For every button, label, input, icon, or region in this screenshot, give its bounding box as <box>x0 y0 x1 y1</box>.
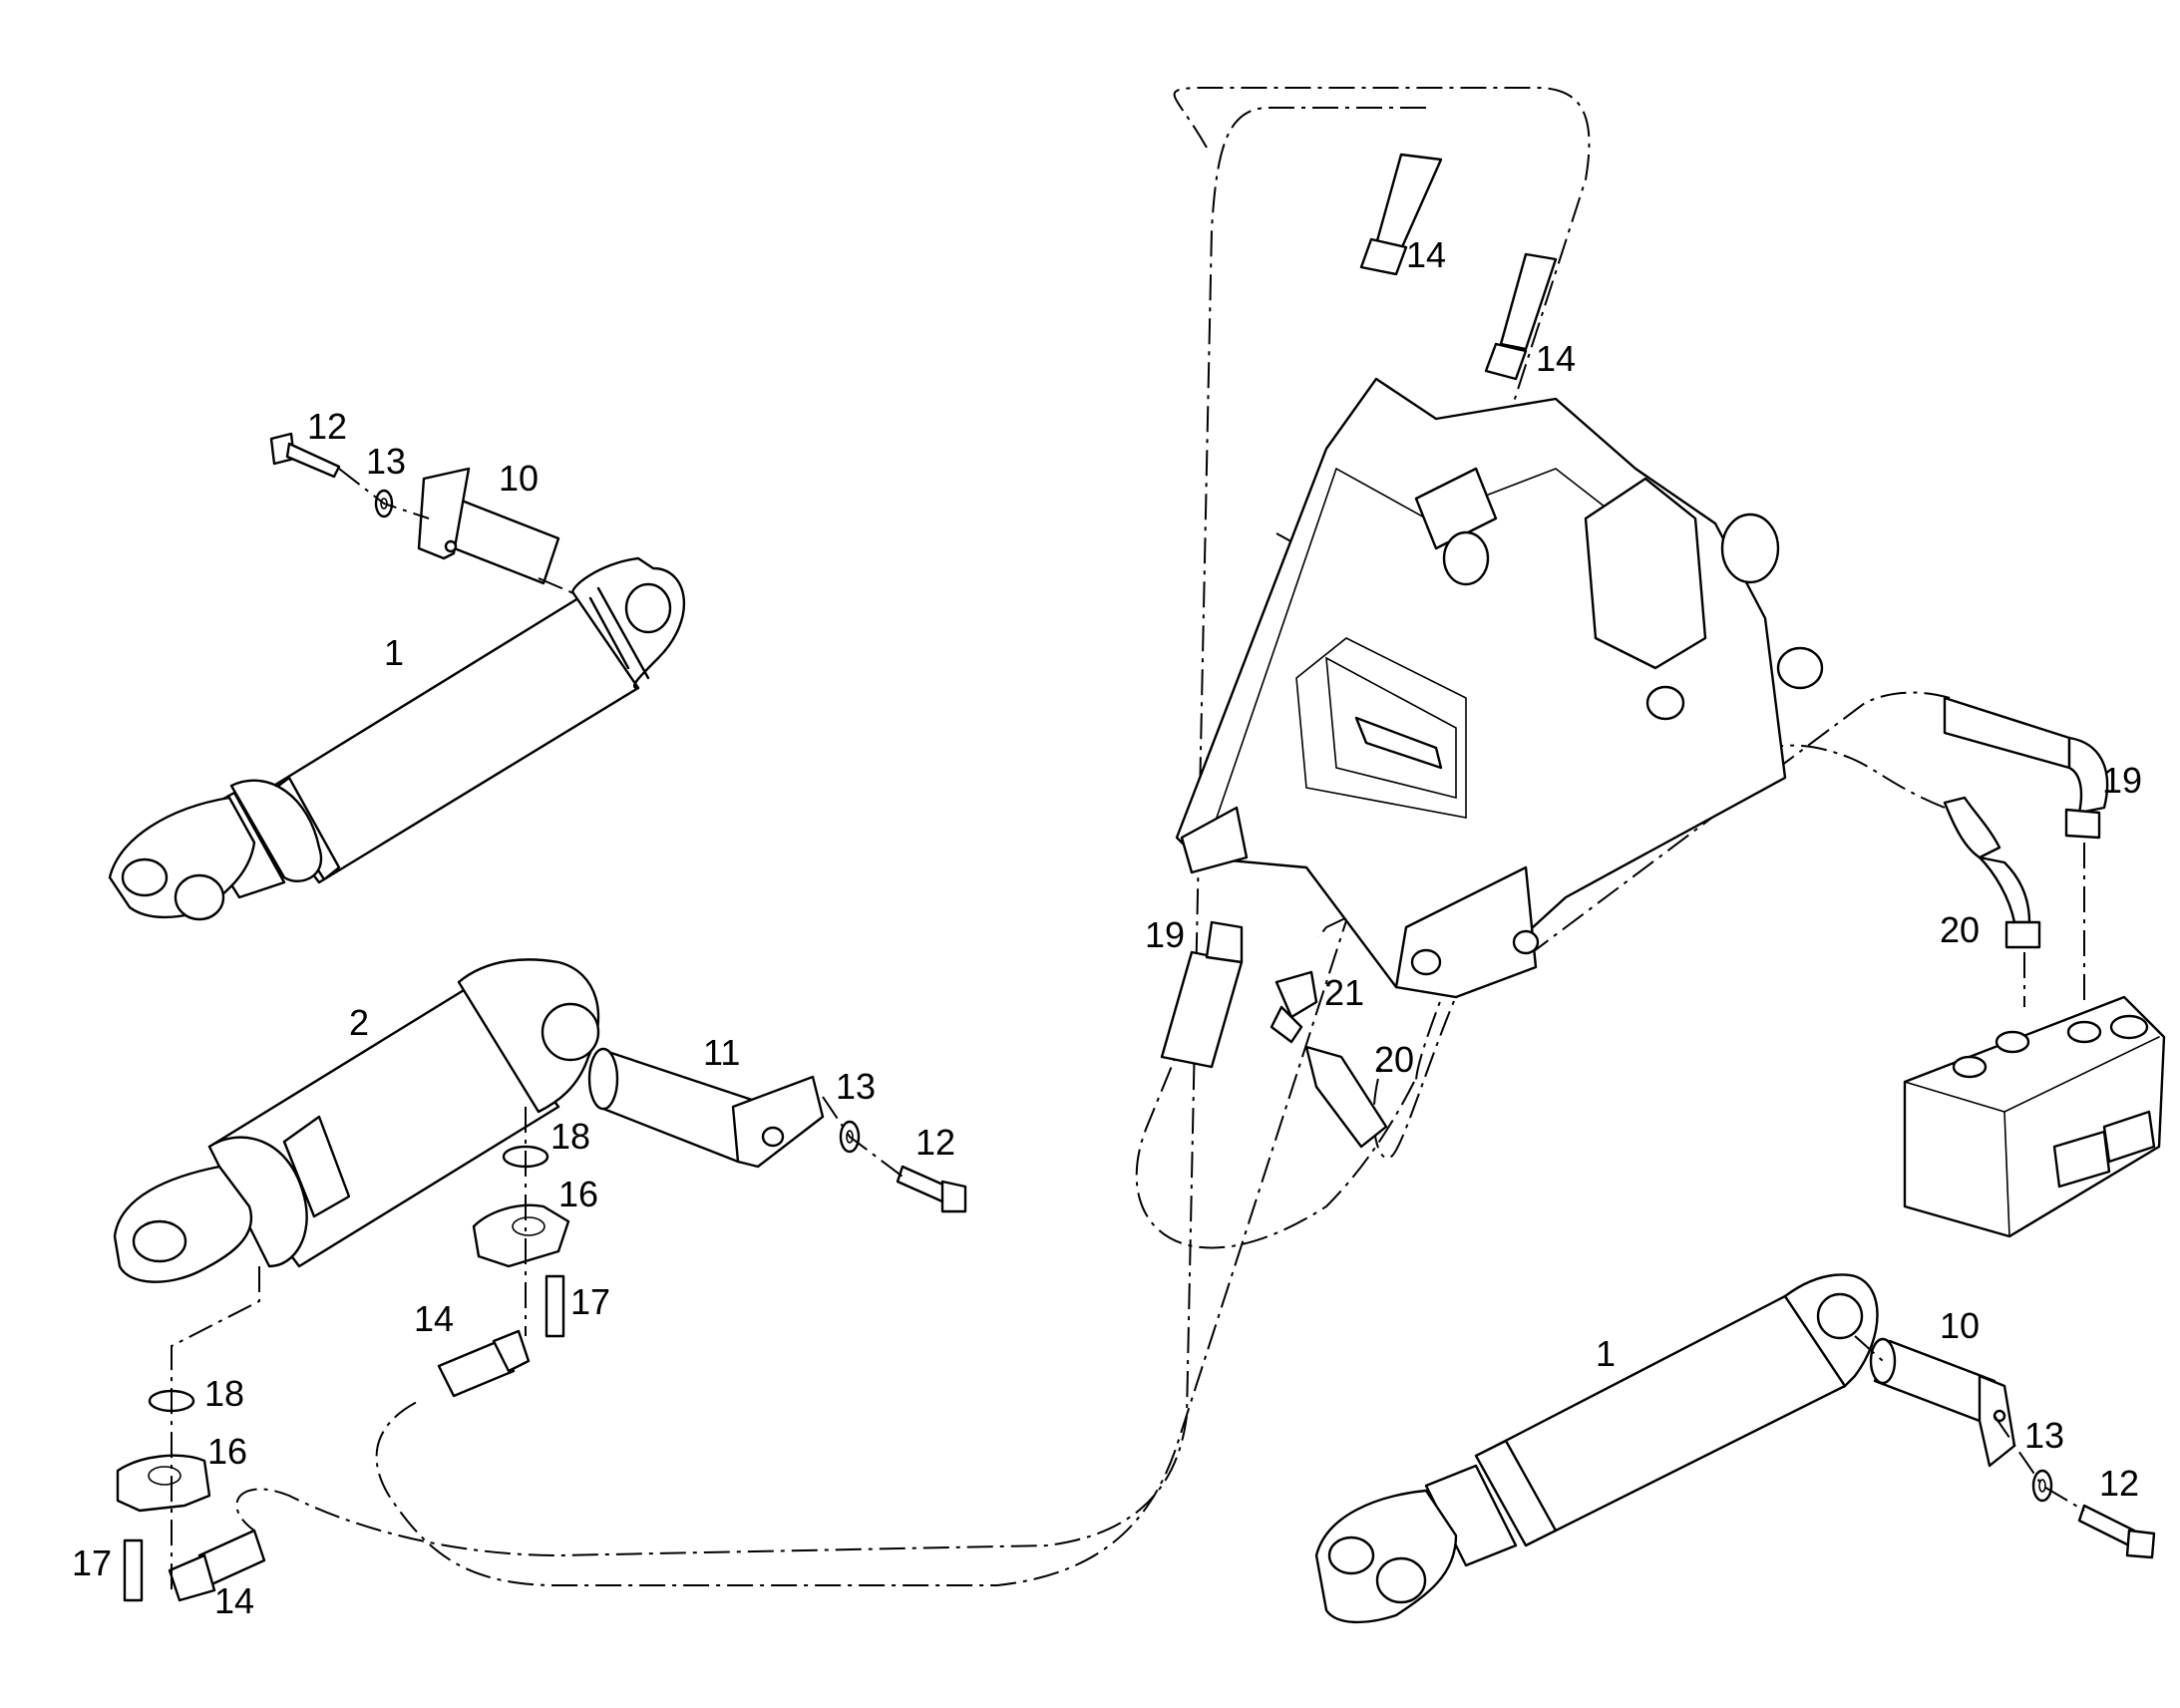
control-valve-block <box>1903 995 2166 1238</box>
hydraulic-cylinder-mid-left <box>113 958 600 1283</box>
callout-12-mid: 12 <box>915 1122 955 1163</box>
bolt-12-mid <box>896 1165 967 1213</box>
hose-20-left <box>1304 1045 1388 1149</box>
pivot-pin-10-bottom <box>1869 1337 2016 1468</box>
flange-clamp-16-a <box>472 1203 570 1268</box>
hose-14-top-2 <box>1484 252 1558 381</box>
callout-18-b: 18 <box>204 1373 244 1414</box>
hose-14-mid <box>437 1329 531 1398</box>
callout-14-a: 14 <box>414 1298 454 1339</box>
callout-17-a: 17 <box>570 1281 610 1322</box>
callout-13-top: 13 <box>366 441 406 482</box>
hose-19-right <box>1943 696 2109 840</box>
callout-17-b: 17 <box>72 1542 112 1583</box>
hydraulic-cylinder-top-left <box>108 556 685 921</box>
callout-12-top: 12 <box>307 406 347 447</box>
callout-1-top: 1 <box>384 632 404 673</box>
hose-19-left <box>1160 920 1244 1069</box>
callout-20-right: 20 <box>1940 909 1980 950</box>
callout-12-bottom: 12 <box>2099 1463 2139 1504</box>
bolt-12-bottom <box>2077 1504 2156 1559</box>
callout-13-mid: 13 <box>836 1066 876 1107</box>
fitting-21 <box>1270 970 1318 1044</box>
callout-10-bottom: 10 <box>1940 1305 1980 1346</box>
flange-clamp-16-b <box>116 1454 211 1513</box>
cap-screw-17-b <box>123 1538 144 1602</box>
washer-13-bottom <box>2031 1469 2053 1503</box>
hose-route-lines <box>235 87 2085 1586</box>
callout-14-top2: 14 <box>1536 338 1576 379</box>
callout-16-b: 16 <box>207 1431 247 1472</box>
callout-14-top1: 14 <box>1406 234 1446 275</box>
callout-13-bottom: 13 <box>2024 1415 2064 1456</box>
callout-19-right: 19 <box>2102 760 2142 801</box>
pivot-pin-10-top <box>417 467 560 585</box>
pivot-pin-11 <box>587 1047 825 1169</box>
loader-frame <box>1175 377 1824 999</box>
callout-19-left: 19 <box>1145 914 1185 955</box>
callout-1-bottom: 1 <box>1596 1333 1616 1374</box>
cap-screw-17-a <box>545 1274 565 1338</box>
callout-20-left: 20 <box>1374 1039 1414 1080</box>
callout-labels: 1 12 13 10 2 11 13 12 18 16 17 14 18 16 … <box>72 234 2142 1621</box>
callout-18-a: 18 <box>550 1116 590 1157</box>
hydraulic-cylinder-bottom-right <box>1314 1273 1879 1624</box>
leader-lines <box>171 468 2085 1595</box>
callout-21: 21 <box>1324 972 1364 1013</box>
hose-14-bottom <box>168 1529 266 1602</box>
bolt-12-top <box>269 432 341 479</box>
callout-14-b: 14 <box>214 1580 254 1621</box>
callout-2: 2 <box>349 1002 369 1043</box>
callout-11: 11 <box>703 1032 740 1073</box>
hose-20-right <box>1943 796 2041 949</box>
callout-10-top: 10 <box>499 458 539 499</box>
callout-16-a: 16 <box>558 1174 598 1214</box>
hose-14-top-1 <box>1359 153 1443 276</box>
